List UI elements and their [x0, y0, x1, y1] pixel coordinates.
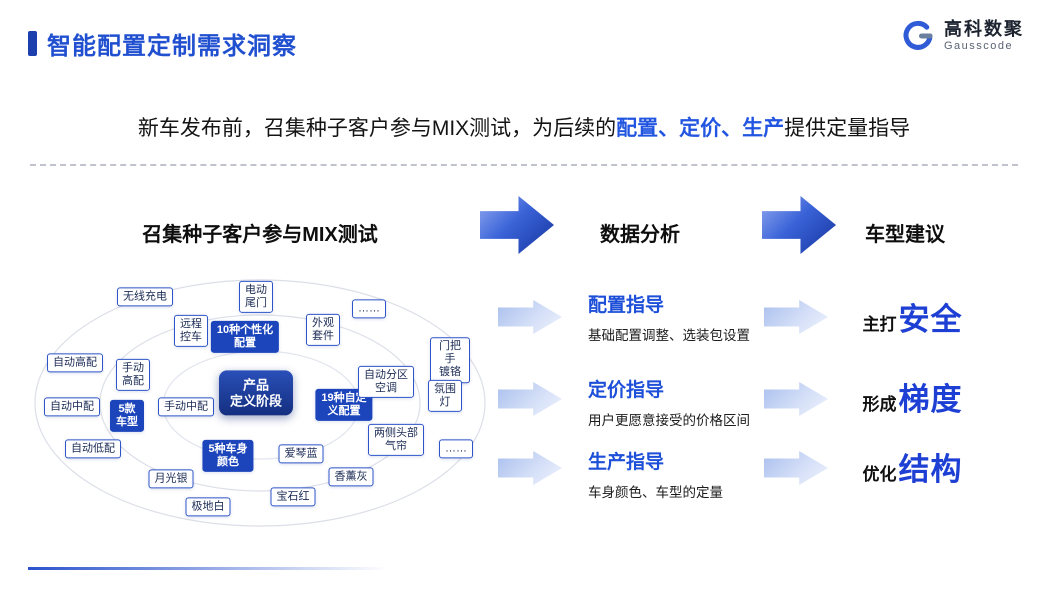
column-heading-mix-test: 召集种子客户参与MIX测试 — [142, 224, 378, 246]
header: 智能配置定制需求洞察 — [28, 26, 297, 61]
diagram-node: 外观 套件 — [306, 313, 340, 347]
dashed-divider — [30, 164, 1018, 166]
diagram-node: 极地白 — [185, 497, 231, 517]
column-heading-model-advice: 车型建议 — [865, 224, 945, 246]
analysis-item-pricing: 定价指导 用户更愿意接受的价格区间 — [588, 375, 803, 429]
analysis-item-desc: 车身颜色、车型的定量 — [588, 485, 723, 500]
diagram-node: 自动低配 — [65, 439, 121, 459]
gausscode-logo-icon — [903, 20, 933, 50]
diagram-node: 手动 高配 — [116, 358, 150, 392]
flow-arrow-left-1 — [498, 300, 562, 334]
flow-arrow-left-3 — [498, 451, 562, 485]
suggestion-word: 梯度 — [898, 382, 963, 417]
subtitle-suffix: 提供定量指导 — [784, 117, 911, 140]
diagram-node: 电动 尾门 — [239, 280, 273, 314]
diagram-node: 氛围 灯 — [428, 379, 462, 413]
diagram-node: 两侧头部 气帘 — [368, 423, 424, 457]
suggestion-item-safety: 主打 安全 — [830, 294, 995, 339]
diagram-node: 自动分区 空调 — [358, 365, 414, 399]
diagram-node: 宝石红 — [270, 487, 316, 507]
diagram-node: 月光银 — [148, 469, 194, 489]
big-right-arrow-1 — [480, 196, 554, 254]
diagram-node: 远程 控车 — [174, 314, 208, 348]
footer-accent-line — [28, 567, 388, 570]
analysis-item-title: 定价指导 — [588, 380, 665, 401]
analysis-item-title: 配置指导 — [588, 295, 665, 316]
diagram-node: 自动高配 — [47, 353, 103, 373]
diagram-node: 手动中配 — [158, 397, 214, 417]
suggestion-prefix: 主打 — [862, 315, 897, 334]
diagram-node: …… — [352, 299, 386, 319]
diagram-center-node: 产品 定义阶段 — [218, 370, 294, 416]
analysis-item-config: 配置指导 基础配置调整、选装包设置 — [588, 290, 803, 344]
analysis-item-title: 生产指导 — [588, 452, 665, 473]
diagram-node: 香薰灰 — [328, 467, 374, 487]
subtitle-prefix: 新车发布前，召集种子客户参与MIX测试，为后续的 — [137, 117, 617, 140]
logo-name-cn: 高科数聚 — [944, 19, 1024, 40]
flow-arrow-left-2 — [498, 382, 562, 416]
diagram-node: 爱琴蓝 — [278, 444, 324, 464]
analysis-item-desc: 用户更愿意接受的价格区间 — [588, 413, 750, 428]
slide-subtitle: 新车发布前，召集种子客户参与MIX测试，为后续的配置、定价、生产提供定量指导 — [0, 112, 1048, 142]
diagram-node: 10种个性化 配置 — [210, 320, 280, 354]
logo-name-en: Gausscode — [944, 40, 1014, 53]
suggestion-prefix: 形成 — [862, 395, 897, 414]
diagram-node: 5种车身 颜色 — [202, 439, 254, 473]
diagram-node: 无线充电 — [117, 287, 173, 307]
diagram-node: 5款 车型 — [110, 399, 144, 433]
suggestion-word: 安全 — [898, 302, 963, 337]
analysis-item-desc: 基础配置调整、选装包设置 — [588, 328, 750, 343]
suggestion-prefix: 优化 — [862, 465, 897, 484]
title-accent-bar — [28, 31, 37, 56]
suggestion-item-structure: 优化 结构 — [830, 444, 995, 489]
diagram-node: …… — [439, 439, 473, 459]
suggestion-word: 结构 — [898, 452, 963, 487]
diagram-node: 门把手 镀铬 — [430, 337, 470, 383]
page-title: 智能配置定制需求洞察 — [47, 33, 297, 60]
analysis-item-production: 生产指导 车身颜色、车型的定量 — [588, 447, 803, 501]
diagram-node: 自动中配 — [44, 397, 100, 417]
suggestion-item-gradient: 形成 梯度 — [830, 374, 995, 419]
company-logo: 高科数聚 Gausscode — [900, 18, 1024, 54]
diagram-node: 19种自定 义配置 — [315, 388, 373, 422]
logo-text: 高科数聚 Gausscode — [944, 19, 1024, 52]
column-heading-data-analysis: 数据分析 — [600, 224, 680, 246]
subtitle-highlight: 配置、定价、生产 — [616, 117, 785, 140]
